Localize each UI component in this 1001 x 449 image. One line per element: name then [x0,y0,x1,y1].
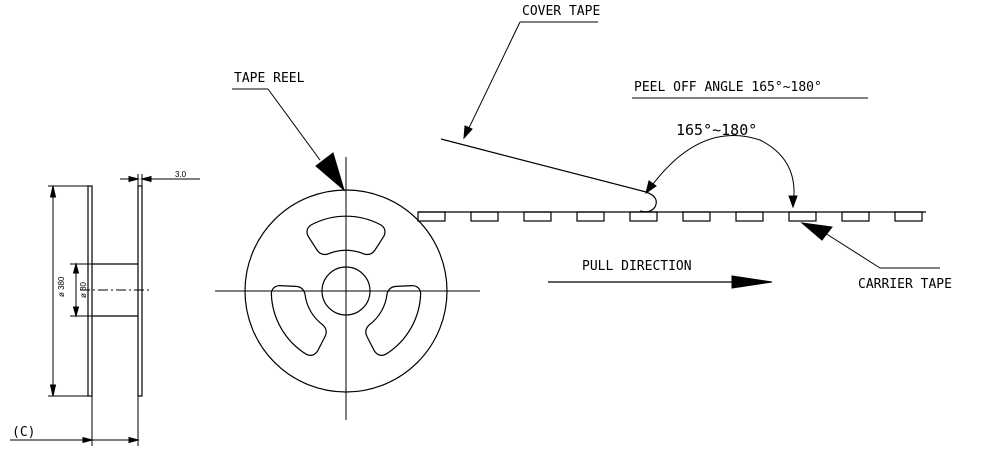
carrier-tape-label: CARRIER TAPE [858,277,952,292]
pull-direction-arrowhead [731,275,773,289]
dim-80-arrow-bottom [72,306,80,318]
carrier-pocket [682,211,711,222]
dim-380-arrow-bottom [49,384,57,397]
peel-angle-arrow-left [645,180,657,195]
carrier-tape: CARRIER TAPE [417,211,952,292]
tape-reel-leader [267,88,321,161]
reel-side-view: ø 380 ø 80 3.0 (C) [10,170,200,446]
pull-direction-label: PULL DIRECTION [582,259,692,274]
dim-c-arrow-right [128,436,140,444]
dim-80-arrow-top [72,262,80,274]
carrier-pocket [523,211,552,222]
cover-tape-label: COVER TAPE [522,4,600,19]
peel-angle-arc [649,135,795,206]
reel-front-view: TAPE REEL [215,71,480,420]
pull-direction: PULL DIRECTION [548,259,773,289]
tape-reel-arrowhead [315,152,345,192]
peel-angle: PEEL OFF ANGLE 165°~180° 165°~180° [632,80,868,209]
carrier-pocket [576,211,605,222]
reel-window-top [306,215,386,256]
tape-reel-label: TAPE REEL [234,71,305,86]
angle-value-label: 165°~180° [676,121,757,139]
hub-diameter-label: ø 80 [79,281,88,298]
dim-c-arrow-left [82,436,94,444]
cover-tape-leader [467,21,521,131]
carrier-pocket [894,211,923,222]
flange-thickness-label: 3.0 [175,170,187,179]
carrier-pocket [735,211,764,222]
dim-380-arrow-top [49,185,57,198]
right-flange [137,185,143,397]
reel-diameter-label: ø 380 [57,276,66,297]
cover-tape-arrowhead [463,125,473,140]
carrier-tape-leader [824,232,881,269]
left-flange [87,185,93,397]
cover-tape: COVER TAPE [440,4,657,213]
carrier-pocket [629,211,658,222]
peel-off-angle-label: PEEL OFF ANGLE 165°~180° [634,80,822,95]
dim-3-arrow-right [140,175,152,183]
reel-window-lower-left [270,284,327,357]
carrier-tape-arrowhead [800,222,833,241]
dim-3-arrow-left [128,175,140,183]
carrier-pocket [841,211,870,222]
cover-tape-line [440,138,657,213]
section-c-label: (C) [12,425,35,440]
carrier-pocket [417,211,446,222]
reel-window-lower-right [365,284,422,357]
carrier-pocket [470,211,499,222]
carrier-pocket [788,211,817,222]
peel-angle-arrow-right [788,195,798,209]
